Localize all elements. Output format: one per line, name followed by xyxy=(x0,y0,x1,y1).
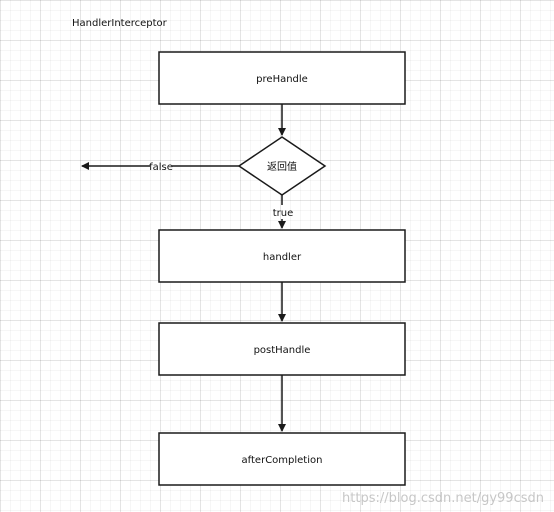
diagram-title: HandlerInterceptor xyxy=(72,18,167,29)
decision-node: 返回值 xyxy=(237,136,327,196)
watermark: https://blog.csdn.net/gy99csdn xyxy=(342,491,544,506)
handler-label: handler xyxy=(263,252,302,263)
posthandle-label: postHandle xyxy=(254,345,311,356)
handler-node: handler xyxy=(158,229,406,283)
aftercompletion-label: afterCompletion xyxy=(242,455,323,466)
aftercompletion-node: afterCompletion xyxy=(158,432,406,486)
decision-label: 返回值 xyxy=(267,160,297,173)
prehandle-node: preHandle xyxy=(158,51,406,105)
true-label: true xyxy=(273,208,294,219)
false-label: false xyxy=(149,162,173,173)
posthandle-node: postHandle xyxy=(158,322,406,376)
prehandle-label: preHandle xyxy=(256,74,308,85)
